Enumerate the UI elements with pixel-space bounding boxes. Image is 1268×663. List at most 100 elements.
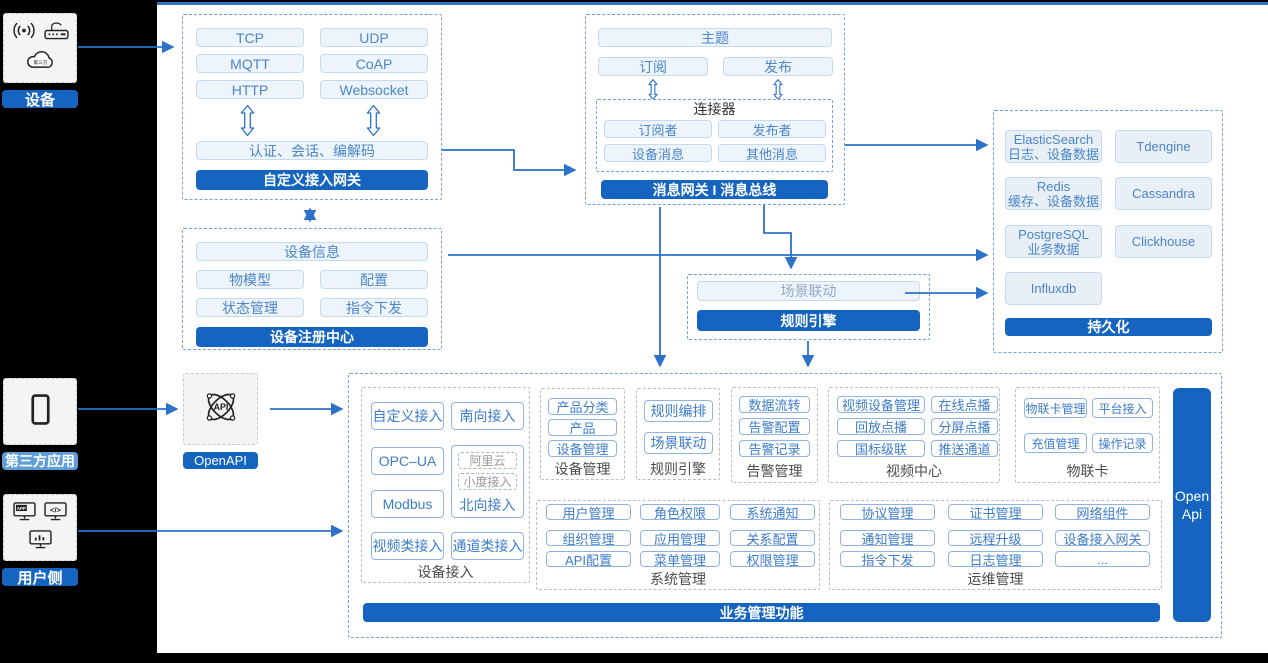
aliyun-cell: 阿里云 <box>458 452 517 469</box>
split-screen-cell: 分屏点播 <box>931 418 998 435</box>
publish-cell: 发布 <box>723 57 833 76</box>
north-access-label: 北向接入 <box>459 497 516 513</box>
permission-mgmt-cell: 权限管理 <box>730 551 815 567</box>
iot-card-label: 物联卡 <box>1066 462 1109 479</box>
north-access-group: 阿里云 小度接入 北向接入 <box>451 445 524 518</box>
modbus-cell: Modbus <box>371 490 444 518</box>
publisher-cell: 发布者 <box>718 120 826 138</box>
svg-text:APP: APP <box>17 505 26 510</box>
protocol-tcp: TCP <box>196 28 304 47</box>
openapi-icon-box: API <box>183 373 258 445</box>
system-label: 系统管理 <box>650 570 706 587</box>
user-side-icon-box: APP </> <box>3 494 77 561</box>
product-cell: 产品 <box>548 419 617 436</box>
radio-signal-icon <box>12 22 36 44</box>
code-monitor-icon: </> <box>44 501 67 526</box>
double-arrow-icon <box>240 104 255 142</box>
notice-mgmt-cell: 通知管理 <box>840 530 935 546</box>
network-component-cell: 网络组件 <box>1055 504 1150 520</box>
user-side-label: 用户侧 <box>2 568 78 587</box>
custom-access-cell: 自定义接入 <box>371 402 444 430</box>
router-icon <box>43 21 69 45</box>
message-bus-title-bar: 消息网关 I 消息总线 <box>601 180 828 199</box>
gateway-title-bar: 自定义接入网关 <box>196 170 428 190</box>
protocol-http: HTTP <box>196 80 304 99</box>
device-access-label: 设备接入 <box>417 563 474 580</box>
protocol-mqtt: MQTT <box>196 54 304 73</box>
channel-access-cell: 通道类接入 <box>451 532 524 560</box>
rule-engine-title-bar: 规则引擎 <box>697 310 920 331</box>
org-mgmt-cell: 组织管理 <box>546 530 631 546</box>
video-access-cell: 视频类接入 <box>371 532 444 560</box>
scene-linkage-section-cell: 场景联动 <box>644 432 713 454</box>
iot-card-mgmt-cell: 物联卡管理 <box>1024 398 1087 418</box>
remote-upgrade-cell: 远程升级 <box>948 530 1043 546</box>
topic-cell: 主题 <box>598 28 832 47</box>
relation-config-cell: 关系配置 <box>730 530 815 546</box>
connector-title: 连接器 <box>693 101 736 117</box>
device-info-cell: 设备信息 <box>196 242 428 261</box>
svg-text:</>: </> <box>50 505 62 514</box>
double-arrow-icon <box>366 104 381 142</box>
db-cassandra: Cassandra <box>1115 177 1212 210</box>
role-permission-cell: 角色权限 <box>640 504 720 520</box>
chart-monitor-icon <box>28 529 52 554</box>
alarm-config-cell: 告警配置 <box>739 418 810 435</box>
db-influxdb: Influxdb <box>1005 272 1102 305</box>
other-message-cell: 其他消息 <box>718 144 826 162</box>
config-cell: 配置 <box>320 270 428 289</box>
rule-engine-label: 规则引擎 <box>650 460 706 477</box>
playback-cell: 回放点播 <box>837 418 925 435</box>
device-mgmt-cell: 设备管理 <box>548 440 617 457</box>
phone-icon <box>30 393 50 430</box>
subscriber-cell: 订阅者 <box>604 120 712 138</box>
persistence-title-bar: 持久化 <box>1005 318 1212 336</box>
app-monitor-icon: APP <box>13 501 36 526</box>
device-mgmt-label: 设备管理 <box>554 460 611 477</box>
protocol-coap: CoAP <box>320 54 428 73</box>
third-party-icon-box <box>3 378 77 445</box>
south-access-cell: 南向接入 <box>451 402 524 430</box>
device-access-gateway-cell: 设备接入网关 <box>1055 530 1150 546</box>
log-mgmt-cell: 日志管理 <box>948 551 1043 567</box>
db-tdengine: Tdengine <box>1115 130 1212 163</box>
video-device-mgmt-cell: 视频设备管理 <box>837 396 925 413</box>
data-flow-cell: 数据流转 <box>739 396 810 413</box>
business-title-bar: 业务管理功能 <box>363 603 1160 622</box>
state-mgmt-cell: 状态管理 <box>196 298 304 317</box>
online-play-cell: 在线点播 <box>931 396 998 413</box>
app-mgmt-cell: 应用管理 <box>640 530 720 546</box>
svg-text:第三方: 第三方 <box>33 59 48 66</box>
cert-mgmt-cell: 证书管理 <box>948 504 1043 520</box>
thing-model-cell: 物模型 <box>196 270 304 289</box>
opc-ua-cell: OPC–UA <box>371 447 444 475</box>
alarm-label: 告警管理 <box>746 462 803 479</box>
device-icon-box: 第三方 <box>3 13 77 83</box>
product-category-cell: 产品分类 <box>548 398 617 415</box>
protocol-mgmt-cell: 协议管理 <box>840 504 935 520</box>
registry-title-bar: 设备注册中心 <box>196 327 428 347</box>
cloud-icon: 第三方 <box>25 49 56 75</box>
xiaodu-access-cell: 小度接入 <box>458 473 517 490</box>
system-notice-cell: 系统通知 <box>730 504 815 520</box>
protocol-udp: UDP <box>320 28 428 47</box>
db-clickhouse: Clickhouse <box>1115 225 1212 258</box>
user-mgmt-cell: 用户管理 <box>546 504 631 520</box>
ops-label: 运维管理 <box>967 570 1024 587</box>
menu-mgmt-cell: 菜单管理 <box>640 551 720 567</box>
auth-session-codec: 认证、会话、编解码 <box>196 141 428 160</box>
protocol-websocket: Websocket <box>320 80 428 99</box>
operation-record-cell: 操作记录 <box>1092 433 1153 453</box>
more-cell: ... <box>1055 551 1150 567</box>
platform-access-cell: 平台接入 <box>1092 398 1153 418</box>
device-label: 设备 <box>2 90 78 109</box>
svg-text:API: API <box>213 402 228 412</box>
push-channel-cell: 推送通道 <box>931 440 998 457</box>
alarm-record-cell: 告警记录 <box>739 440 810 457</box>
api-config-cell: API配置 <box>546 551 631 567</box>
